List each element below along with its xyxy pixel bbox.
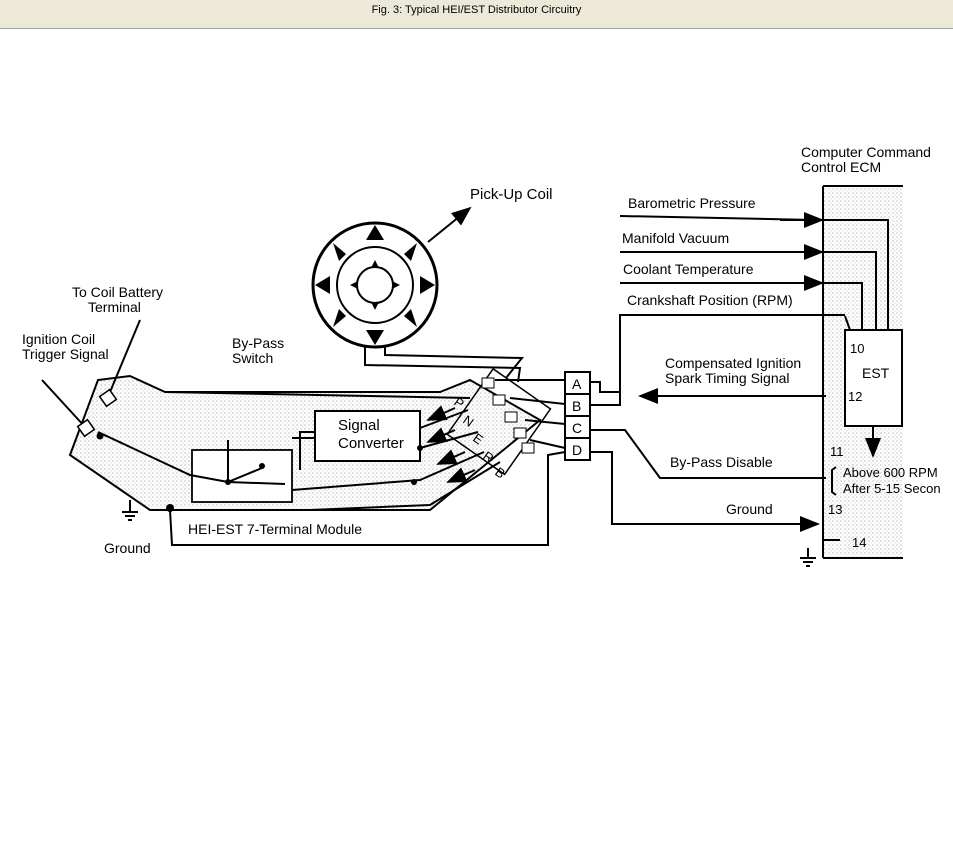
diagram-canvas: Pick-Up Coil To Coil Battery Terminal Ig… xyxy=(0,29,953,843)
label-ignition-coil-1: Ignition Coil xyxy=(22,331,95,347)
window-title: Fig. 3: Typical HEI/EST Distributor Circ… xyxy=(371,4,582,16)
label-to-coil-battery-1: To Coil Battery xyxy=(72,284,163,300)
hei-est-module xyxy=(68,374,542,511)
label-pin10: 10 xyxy=(850,341,864,356)
label-to-coil-battery-2: Terminal xyxy=(88,299,141,315)
label-compensated-1: Compensated Ignition xyxy=(665,355,801,371)
label-bypass-switch-1: By-Pass xyxy=(232,335,284,351)
label-ignition-coil-2: Trigger Signal xyxy=(22,346,109,362)
label-conn-b: B xyxy=(572,398,581,414)
label-module: HEI-EST 7-Terminal Module xyxy=(188,521,362,537)
label-conn-d: D xyxy=(572,442,582,458)
label-crankshaft: Crankshaft Position (RPM) xyxy=(627,292,793,308)
label-pickup-coil: Pick-Up Coil xyxy=(470,186,553,203)
connector-abcd xyxy=(564,371,591,461)
window-titlebar: Fig. 3: Typical HEI/EST Distributor Circ… xyxy=(0,0,953,29)
terminal-strip xyxy=(446,367,552,476)
label-bypass-switch-2: Switch xyxy=(232,350,273,366)
label-ecm-1: Computer Command xyxy=(801,144,931,160)
label-manifold: Manifold Vacuum xyxy=(622,230,729,246)
circuit-diagram: Pick-Up Coil To Coil Battery Terminal Ig… xyxy=(22,144,941,567)
label-coolant: Coolant Temperature xyxy=(623,261,754,277)
label-pin12: 12 xyxy=(848,389,862,404)
pickup-coil xyxy=(311,221,439,349)
label-ground-right: Ground xyxy=(726,501,773,517)
label-pin14: 14 xyxy=(852,535,866,550)
ground-symbols xyxy=(122,466,840,567)
module-terminals xyxy=(76,388,118,438)
label-above-rpm: Above 600 RPM xyxy=(843,465,938,480)
label-bypass-disable: By-Pass Disable xyxy=(670,454,773,470)
label-est: EST xyxy=(862,365,890,381)
label-ecm-2: Control ECM xyxy=(801,159,881,175)
label-compensated-2: Spark Timing Signal xyxy=(665,370,790,386)
wiring xyxy=(41,215,889,546)
signal-converter-box xyxy=(314,410,421,462)
label-conn-c: C xyxy=(572,420,582,436)
label-pin11: 11 xyxy=(830,444,844,459)
label-barometric: Barometric Pressure xyxy=(628,195,756,211)
label-ground-left: Ground xyxy=(104,540,151,556)
label-pin13: 13 xyxy=(828,502,842,517)
label-signal-converter-1: Signal xyxy=(338,417,380,434)
label-conn-a: A xyxy=(572,376,582,392)
label-signal-converter-2: Converter xyxy=(338,435,404,452)
label-after-sec: After 5-15 Secon xyxy=(843,481,941,496)
